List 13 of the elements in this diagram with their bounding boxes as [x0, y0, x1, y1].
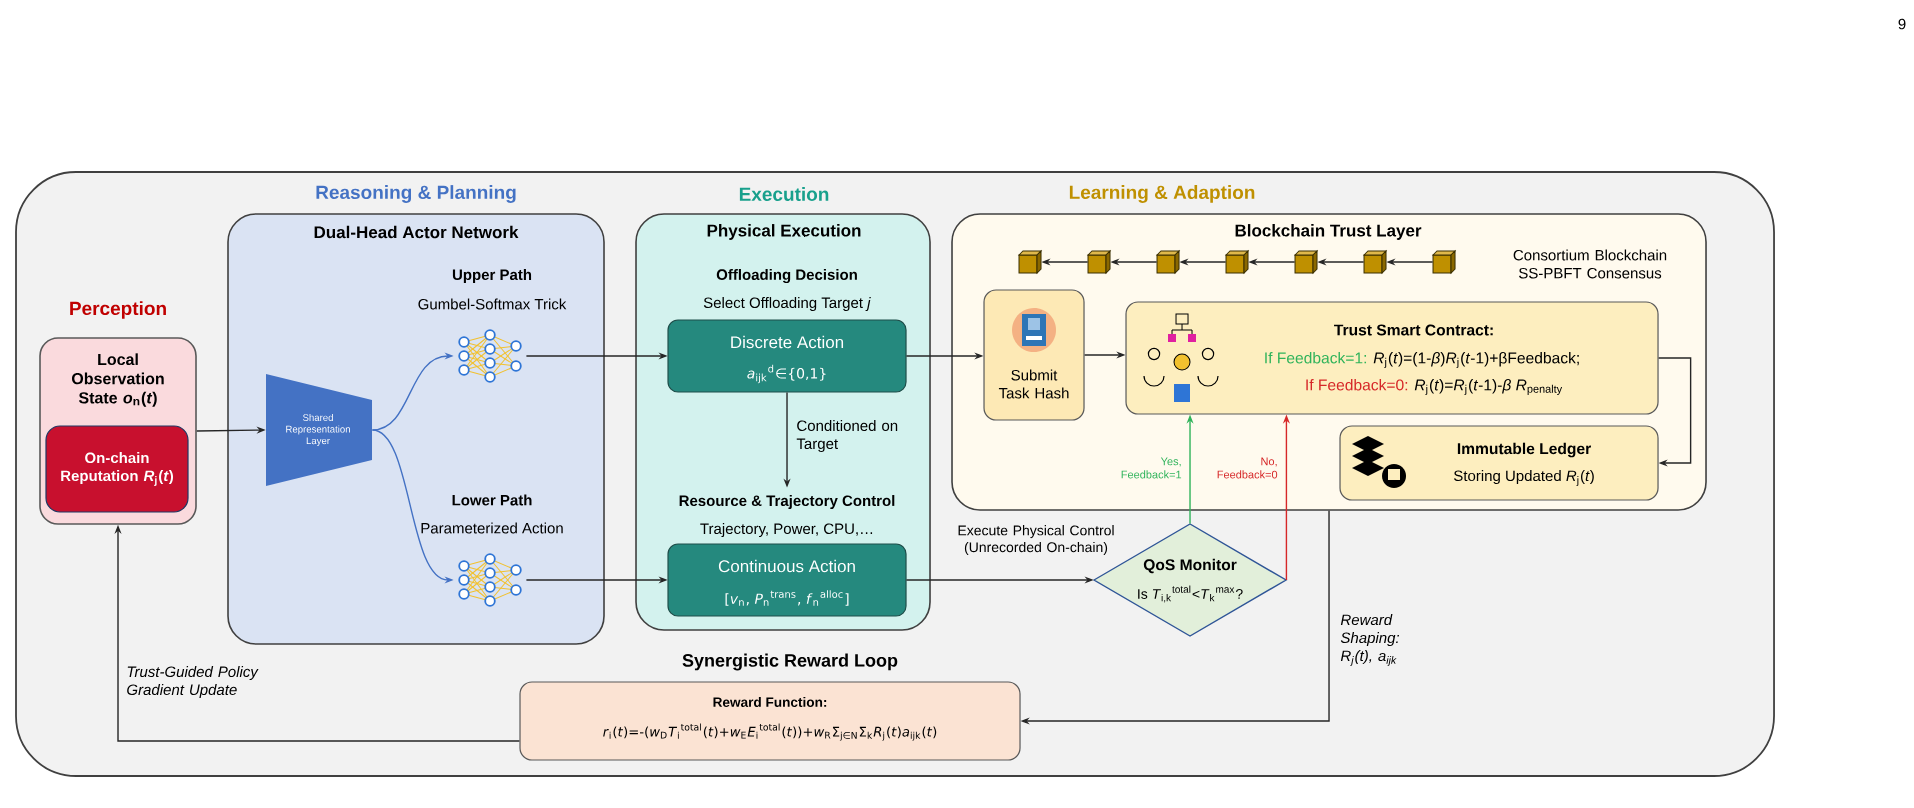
chain-block — [1363, 250, 1387, 274]
node-label: Reasoning & Planning — [316, 185, 516, 203]
chain-block — [1156, 250, 1180, 274]
node-label: Execution — [739, 187, 829, 201]
node-label: Perception — [70, 301, 166, 319]
chain-block — [1294, 250, 1318, 274]
node-label: Learning & Adaption — [1069, 185, 1255, 203]
chain-block — [1225, 250, 1249, 274]
node-label: Synergistic Reward Loop — [682, 653, 898, 671]
arrow — [1657, 357, 1692, 467]
chain-block — [1087, 250, 1111, 274]
chain-block — [1018, 250, 1042, 274]
chain-block — [1432, 250, 1456, 274]
